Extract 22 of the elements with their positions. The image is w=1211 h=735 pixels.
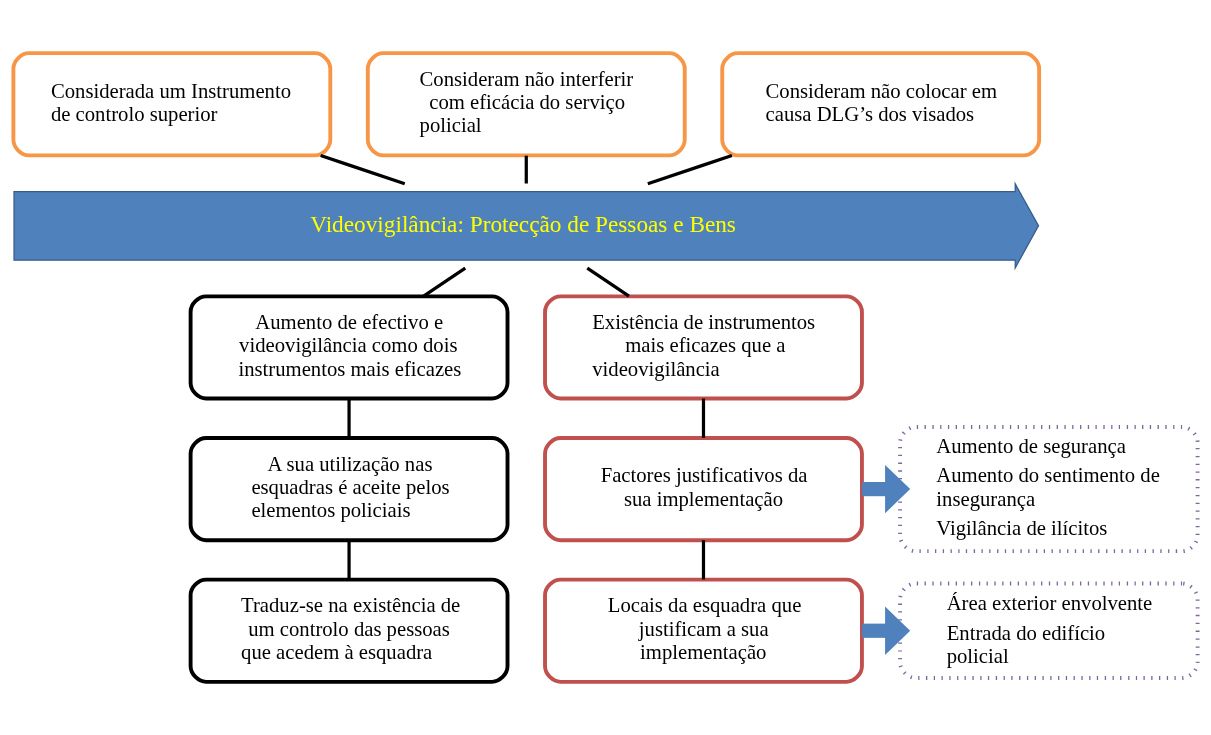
- node-box: Traduz-se na existência de um controlo das pessoas que acedem à esquadra: [188, 577, 510, 684]
- arrow: [862, 464, 911, 514]
- node-box: Aumento de segurança Aumento do sentimento de insegurança Vigilância de ilícitos: [898, 425, 1200, 554]
- connector: [586, 266, 630, 298]
- node-box: Considerada um Instrumento de controlo superior: [11, 51, 333, 158]
- node-box: Área exterior envolvente Entrada do edifício policial: [898, 581, 1200, 680]
- connector: [347, 398, 351, 438]
- node-box: Locais da esquadra que justificam a sua implementação: [543, 577, 864, 684]
- connector: [701, 540, 706, 580]
- node-box: Consideram não interferir com eficácia do serviço policial: [365, 51, 687, 158]
- connector: [524, 155, 528, 184]
- connector: [422, 266, 467, 298]
- connector: [347, 540, 351, 580]
- node-box: A sua utilização nas esquadras é aceite pelos elementos policiais: [188, 436, 510, 543]
- connector: [647, 154, 733, 186]
- connector: [320, 154, 406, 186]
- arrow: [862, 606, 911, 655]
- node-box: Existência de instrumentos mais eficazes que a videovigilância: [543, 294, 864, 401]
- node-box: Factores justificativos da sua implementação: [543, 436, 864, 543]
- node-box: Consideram não colocar em causa DLG’s dos visados: [720, 51, 1042, 158]
- connector: [701, 398, 706, 438]
- node-box: Aumento de efectivo e videovigilância como dois instrumentos mais eficazes: [188, 294, 510, 401]
